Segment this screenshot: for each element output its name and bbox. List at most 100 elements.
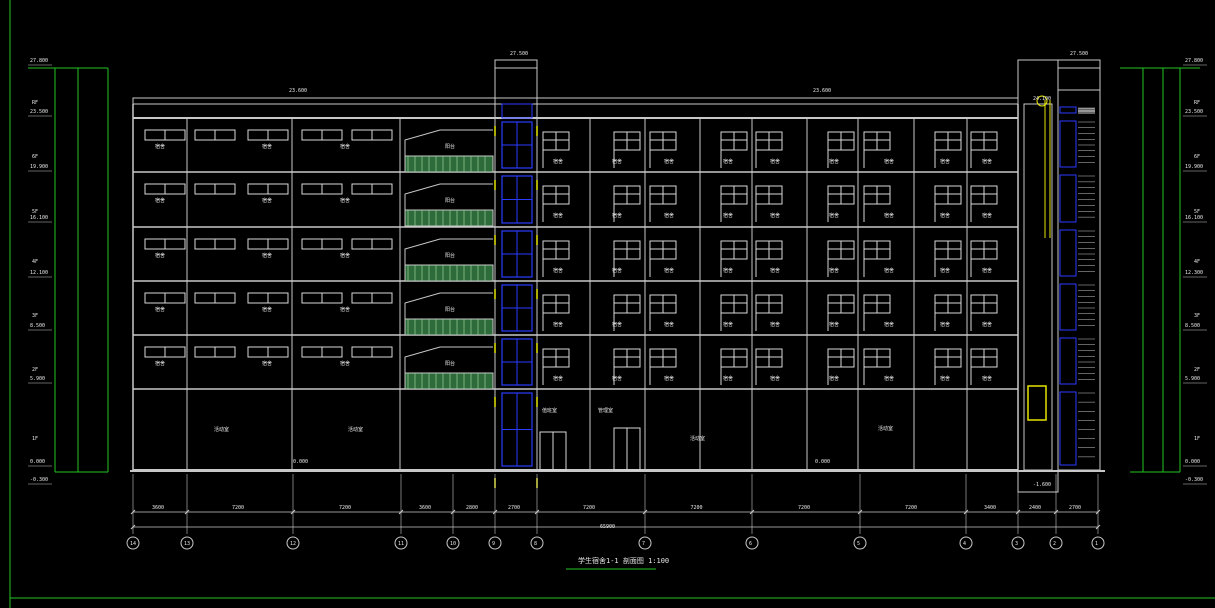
floor-label-left: 1F xyxy=(32,436,38,442)
roof-mark-right: 23.600 xyxy=(813,88,831,94)
room-label: 宿舍 xyxy=(155,306,165,313)
floor-label-right: 5F xyxy=(1194,209,1200,215)
room-label: 宿舍 xyxy=(664,375,674,382)
room-label: 宿舍 xyxy=(982,158,992,165)
elevation-right: 12.300 xyxy=(1185,270,1203,276)
room-label: 宿舍 xyxy=(340,360,350,367)
axis-bubble xyxy=(530,536,544,550)
bay-dimension: 2400 xyxy=(1029,505,1041,511)
room-label: 宿舍 xyxy=(553,212,563,219)
room-label: 宿舍 xyxy=(155,143,165,150)
room-label: 宿舍 xyxy=(262,306,272,313)
elevation-right: -0.300 xyxy=(1185,477,1203,483)
floor-label-left: 3F xyxy=(32,313,38,319)
axis-bubble xyxy=(1049,536,1063,550)
room-label: 宿舍 xyxy=(884,321,894,328)
ground-mark-left: 0.000 xyxy=(293,459,308,465)
room-label: 宿舍 xyxy=(982,267,992,274)
elevation-right: 8.500 xyxy=(1185,323,1200,329)
bay-dimension: 2800 xyxy=(466,505,478,511)
room-label: 宿舍 xyxy=(940,158,950,165)
room-label: 宿舍 xyxy=(664,158,674,165)
room-label: 宿舍 xyxy=(723,267,733,274)
elevation-right: 23.500 xyxy=(1185,109,1203,115)
room-label: 宿舍 xyxy=(829,212,839,219)
dim-tick xyxy=(749,509,755,515)
stair-window-top xyxy=(501,103,533,119)
balcony-rail xyxy=(404,372,494,390)
room-ground-6: 活动室 xyxy=(878,425,893,432)
dim-tick xyxy=(184,509,190,515)
dim-tick xyxy=(857,509,863,515)
dim-tick xyxy=(1015,509,1021,515)
axis-label: 6 xyxy=(749,541,752,547)
room-label: 宿舍 xyxy=(553,321,563,328)
room-label: 宿舍 xyxy=(155,197,165,204)
room-label: 宿舍 xyxy=(340,197,350,204)
balcony-rail xyxy=(404,209,494,227)
stair-window-right xyxy=(1059,120,1077,168)
axis-label: 11 xyxy=(398,541,404,547)
room-ground-1: 活动室 xyxy=(214,426,229,433)
stair-window-right xyxy=(1059,106,1077,114)
floor-label-left: 4F xyxy=(32,259,38,265)
balcony-label: 阳台 xyxy=(445,197,455,204)
bay-dimension: 7200 xyxy=(583,505,595,511)
elevation-right: 0.000 xyxy=(1185,459,1200,465)
room-label: 宿舍 xyxy=(262,143,272,150)
balcony-rail xyxy=(404,264,494,282)
balcony-canopy xyxy=(404,292,493,319)
axis-label: 8 xyxy=(534,541,537,547)
floor-label-right: 4F xyxy=(1194,259,1200,265)
dim-tick xyxy=(290,509,296,515)
axis-bubble xyxy=(1091,536,1105,550)
room-label: 宿舍 xyxy=(770,158,780,165)
floor-label-right: 6F xyxy=(1194,154,1200,160)
elevation-left: 19.900 xyxy=(30,164,48,170)
floor-label-left: RF xyxy=(32,100,38,106)
dim-tick xyxy=(130,509,136,515)
floor-label-left: 6F xyxy=(32,154,38,160)
room-label: 宿舍 xyxy=(940,212,950,219)
drawing-frame xyxy=(9,0,1215,608)
elevation-left: -0.300 xyxy=(30,477,48,483)
balcony-canopy xyxy=(404,346,493,373)
tower-top-mark: 24.100 xyxy=(1033,96,1051,102)
axis-label: 7 xyxy=(642,541,645,547)
room-label: 宿舍 xyxy=(723,212,733,219)
dim-tick xyxy=(963,509,969,515)
axis-label: 1 xyxy=(1095,541,1098,547)
axis-bubble xyxy=(638,536,652,550)
floor-label-right: 3F xyxy=(1194,313,1200,319)
bay-dimension: 2700 xyxy=(1069,505,1081,511)
floor-label-right: RF xyxy=(1194,100,1200,106)
floor-label-left: 2F xyxy=(32,367,38,373)
tower-mark-circle xyxy=(1036,95,1048,107)
elevation-left: 27.800 xyxy=(30,58,48,64)
dim-tick xyxy=(1053,509,1059,515)
axis-label: 14 xyxy=(130,541,136,547)
dim-tick xyxy=(1095,509,1101,515)
elevation-right: 16.100 xyxy=(1185,215,1203,221)
bay-dimension: 7200 xyxy=(905,505,917,511)
room-label: 宿舍 xyxy=(940,321,950,328)
elevation-left: 5.900 xyxy=(30,376,45,382)
room-label: 宿舍 xyxy=(340,252,350,259)
axis-label: 2 xyxy=(1053,541,1056,547)
bay-dimension: 7200 xyxy=(232,505,244,511)
room-label: 宿舍 xyxy=(770,212,780,219)
stair-tower-right xyxy=(1057,59,1101,471)
room-label: 宿舍 xyxy=(884,158,894,165)
room-label: 宿舍 xyxy=(155,252,165,259)
stair-window-right xyxy=(1059,391,1077,466)
bay-dimension: 7200 xyxy=(691,505,703,511)
axis-bubble xyxy=(488,536,502,550)
room-labels: 宿舍宿舍宿舍阳台宿舍宿舍宿舍宿舍宿舍宿舍宿舍宿舍宿舍宿舍宿舍宿舍阳台宿舍宿舍宿舍… xyxy=(155,143,992,382)
room-label: 宿舍 xyxy=(612,321,622,328)
room-label: 宿舍 xyxy=(262,197,272,204)
axis-bubble xyxy=(126,536,140,550)
axis-bubble xyxy=(286,536,300,550)
axis-label: 4 xyxy=(963,541,966,547)
